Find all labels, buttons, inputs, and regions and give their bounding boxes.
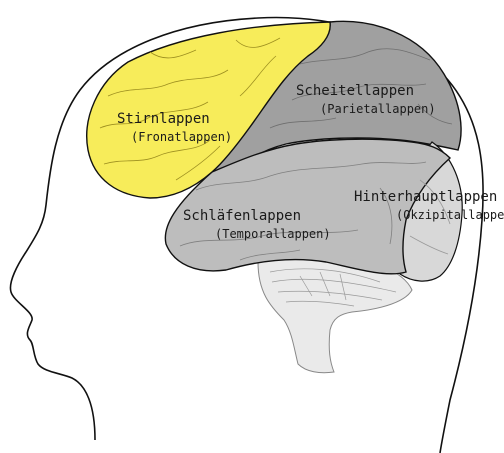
frontal-lobe-latin-name: (Fronatlappen) (131, 131, 232, 143)
occipital-lobe-name: Hinterhauptlappen (354, 190, 504, 204)
parietal-lobe-label: Scheitellappen (Parietallappen) (296, 84, 436, 115)
frontal-lobe-name: Stirnlappen (117, 112, 232, 126)
temporal-lobe-label: Schläfenlappen (Temporallappen) (183, 209, 331, 240)
parietal-lobe-latin-name: (Parietallappen) (320, 103, 436, 115)
temporal-lobe-name: Schläfenlappen (183, 209, 331, 223)
occipital-lobe-label: Hinterhauptlappen (Okzipitallappe (354, 190, 504, 221)
parietal-lobe-name: Scheitellappen (296, 84, 436, 98)
occipital-lobe-latin-name: (Okzipitallappe (396, 209, 504, 221)
temporal-lobe-latin-name: (Temporallappen) (215, 228, 331, 240)
frontal-lobe-label: Stirnlappen (Fronatlappen) (117, 112, 232, 143)
